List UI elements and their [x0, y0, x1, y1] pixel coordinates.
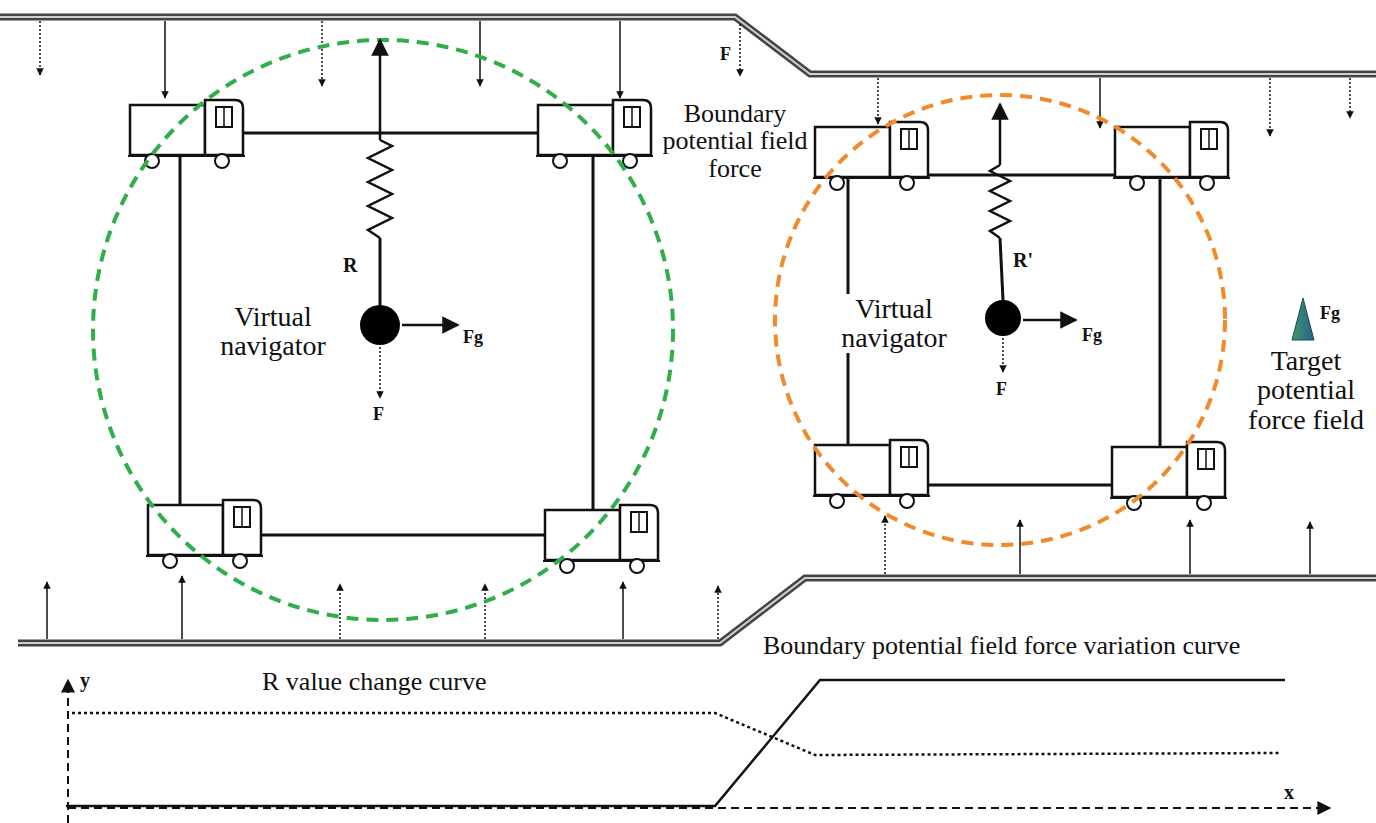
navigator-label: Virtual navigator: [192, 302, 354, 361]
boundary-force-arrows: [40, 21, 1350, 639]
formation-right: [775, 95, 1314, 545]
axis-label: y: [80, 670, 90, 691]
navigator-label: Virtual navigator: [812, 294, 976, 353]
curve-title: R value change curve: [262, 668, 487, 695]
radius-label: R: [343, 255, 357, 276]
force-label: Fg: [463, 328, 483, 347]
road-boundary: [0, 17, 1376, 643]
force-label: Fg: [1320, 304, 1340, 323]
formation-left: [93, 40, 673, 620]
force-label: F: [996, 380, 1007, 399]
target-field-label: Target potential force field: [1244, 346, 1368, 434]
boundary-force-label: Boundary potential field force: [660, 100, 810, 182]
force-label: F: [373, 405, 384, 424]
curve-chart: [66, 680, 1330, 823]
force-label: Fg: [1082, 326, 1102, 345]
force-label: F: [720, 45, 731, 64]
radius-label: R': [1013, 250, 1033, 271]
curve-title: Boundary potential field force variation…: [763, 632, 1240, 659]
axis-label: x: [1284, 782, 1294, 803]
